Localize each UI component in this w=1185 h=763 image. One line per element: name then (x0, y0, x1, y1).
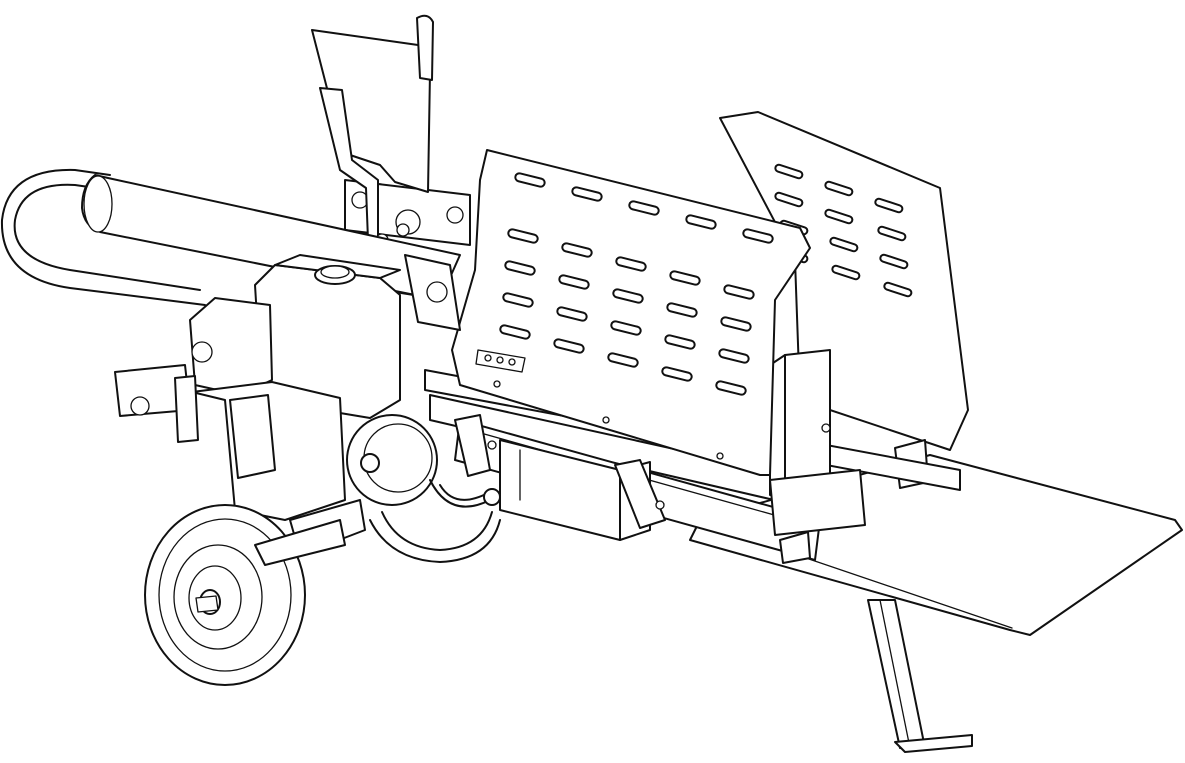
transport-wheel-rear (369, 511, 501, 563)
splitting-wedge (769, 349, 866, 536)
hydraulic-pump (404, 254, 501, 508)
engine (114, 254, 401, 556)
fuel-cap (314, 265, 356, 285)
beam-bracket (454, 414, 811, 564)
recoil-starter (346, 414, 438, 506)
guard-plate-front (451, 149, 811, 476)
guard-plate-rear (719, 111, 969, 451)
support-leg (867, 599, 973, 753)
transport-wheel (144, 504, 346, 686)
tow-handle (0, 168, 206, 306)
